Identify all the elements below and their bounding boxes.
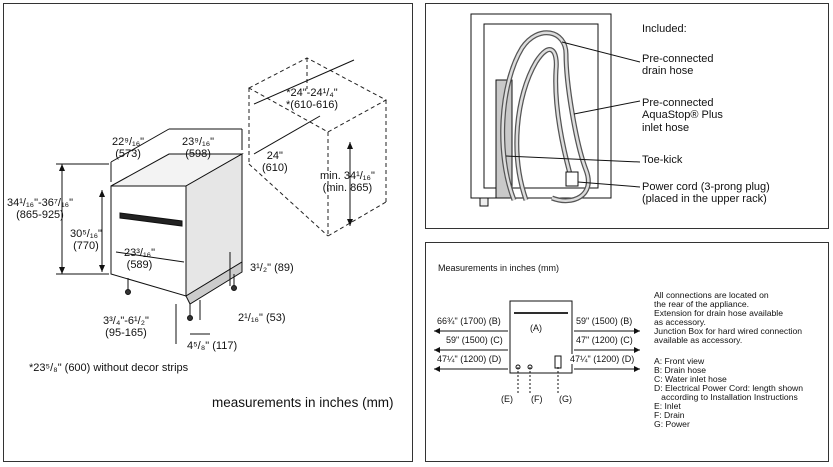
dim-toe-setback: 4⁵/₈" (117) [187,340,238,352]
connections-title: Measurements in inches (mm) [438,263,560,273]
dim-height-range: 34¹/₁₆"-36⁷/₁₆"(865-925) [7,197,73,222]
included-item-drain-hose: Pre-connected drain hose [642,53,714,78]
dim-niche-min-height: min. 34¹/₁₆"(min. 865) [320,170,375,195]
included-items-panel: Included: Pre-connected drain hose Pre-c… [425,3,829,229]
connection-measurements-panel: Measurements in inches (mm) (A) 66¾" (17… [425,242,829,462]
dim-niche-depth: 24"(610) [262,150,288,175]
legend-item-d: D: Electrical Power Cord: length shown a… [654,383,804,403]
drain-label: (F) [531,394,543,404]
power-label: (G) [559,394,572,404]
legend-item-b: B: Drain hose [654,365,707,376]
legend: A: Front view B: Drain hose C: Water inl… [654,356,804,430]
left-row-power: 47¼" (1200) (D) [437,354,502,365]
left-row-drain: 66¾" (1700) (B) [437,316,501,327]
legend-item-e: E: Inlet [654,401,681,412]
dim-depth: 22⁹/₁₆"(573) [112,136,145,161]
units-caption: measurements in inches (mm) [212,395,394,410]
legend-item-g: G: Power [654,419,690,430]
installation-dimensions-panel: 22⁹/₁₆"(573) 23⁹/₁₆"(598) 34¹/₁₆"-36⁷/₁₆… [3,3,413,462]
dim-front-width: 23³/₁₆"(589) [124,247,156,272]
connection-notes: All connections are located on the rear … [654,290,803,346]
dim-foot-height: 2¹/₁₆" (53) [238,312,286,324]
right-row-water: 47" (1200) (C) [576,335,633,346]
right-row-power: 47¼" (1200) (D) [570,354,635,365]
legend-item-f: F: Drain [654,410,685,421]
legend-item-c: C: Water inlet hose [654,374,727,385]
dim-niche-width: *24"-24¹/₄"*(610-616) [286,87,338,112]
dim-door-height: 30⁵/₁₆"(770) [70,228,102,253]
dim-toe-height: 3¹/₂" (89) [250,262,294,274]
dishwasher-niche-drawing [56,57,388,344]
front-view-label: (A) [530,323,542,333]
dim-toe-range: 3³/₄"-6¹/₂"(95-165) [103,315,149,340]
right-row-drain: 59" (1500) (B) [576,316,633,327]
included-item-inlet-hose: Pre-connected AquaStop® Plus inlet hose [642,97,723,134]
left-row-water: 59" (1500) (C) [446,335,503,346]
dishwasher-rear-drawing [470,13,641,207]
included-item-toe-kick: Toe-kick [642,154,683,166]
inlet-label: (E) [501,394,513,404]
dim-width: 23⁹/₁₆"(598) [182,136,215,161]
footnote: *23⁵/₈" (600) without decor strips [29,362,189,374]
connections-drawing [434,300,640,395]
legend-item-a: A: Front view [654,356,705,366]
included-item-power-cord: Power cord (3-prong plug) (placed in the… [642,181,770,206]
included-title: Included: [642,23,687,35]
